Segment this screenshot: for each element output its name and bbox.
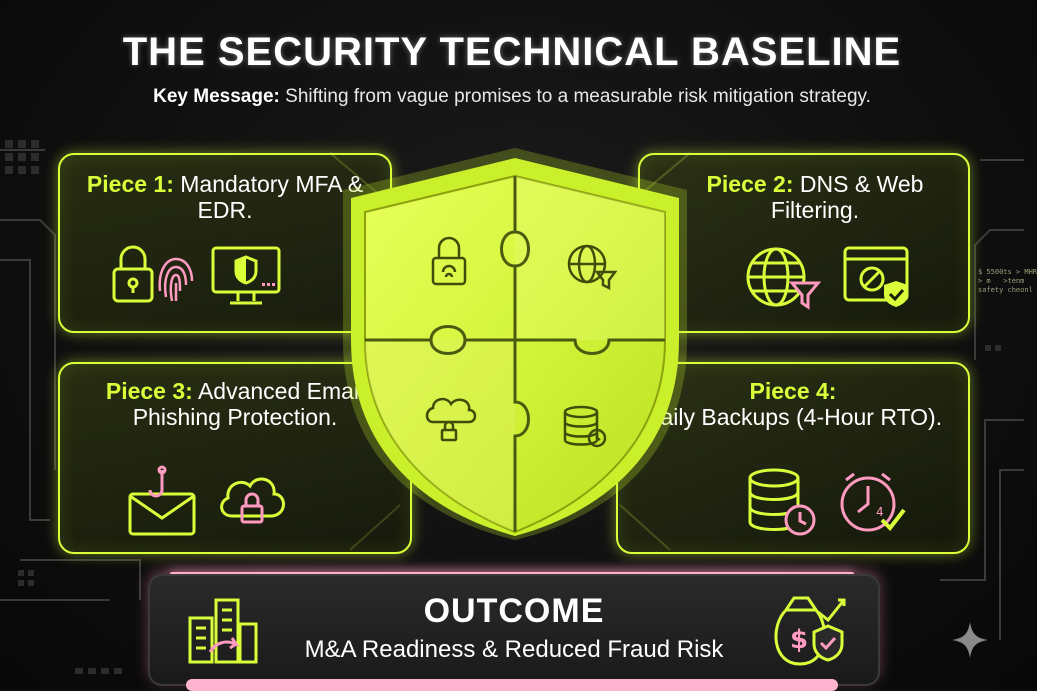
outcome-text: M&A Readiness & Reduced Fraud Risk [304, 636, 724, 663]
monitor-shield-icon [211, 246, 281, 305]
piece-2-label: Piece 2: [706, 171, 794, 197]
clock-check-icon: 4 [840, 472, 906, 532]
shield-puzzle [343, 148, 687, 540]
key-message-label: Key Message: [153, 86, 280, 107]
cloud-lock-icon [220, 477, 285, 524]
piece-2-text: Piece 2: DNS & Web Filtering. [680, 171, 950, 223]
key-message-text: Shifting from vague promises to a measur… [285, 86, 871, 107]
svg-text:4: 4 [876, 505, 884, 519]
page-title: THE SECURITY TECHNICAL BASELINE [122, 30, 902, 74]
money-bag-shield-icon: $ [774, 596, 846, 666]
sparkle-icon [952, 622, 988, 658]
key-message: Key Message: Shifting from vague promise… [0, 86, 1024, 108]
svg-text:$: $ [790, 625, 808, 655]
globe-filter-icon [746, 247, 822, 310]
piece-4-label: Piece 4: [749, 378, 837, 404]
piece-1-text: Piece 1: Mandatory MFA & EDR. [70, 171, 380, 223]
piece-2-description: DNS & Web Filtering. [770, 171, 924, 223]
piece-3-description: Advanced Email Phishing Protection. [132, 378, 365, 430]
piece-3-panel: Piece 3: Advanced Email Phishing Protect… [58, 362, 412, 554]
bottom-highlight-bar [186, 679, 838, 691]
browser-blocked-icon [843, 246, 909, 307]
piece-1-description: Mandatory MFA & EDR. [180, 171, 364, 223]
outcome-panel: OUTCOME M&A Readiness & Reduced Fraud Ri… [148, 574, 880, 686]
outcome-title: OUTCOME [423, 592, 605, 630]
piece-4-description: Daily Backups (4-Hour RTO). [643, 404, 943, 430]
fingerprint-icon [158, 257, 194, 302]
piece-4-text: Piece 4:Daily Backups (4-Hour RTO). [638, 378, 948, 430]
piece-1-label: Piece 1: [86, 171, 174, 197]
terminal-snippet: $ 5500ts > MHR > m >tenm safety cheonl [978, 268, 1037, 294]
database-clock-icon [748, 468, 816, 536]
buildings-icon [188, 598, 258, 664]
piece-3-text: Piece 3: Advanced Email Phishing Protect… [70, 378, 400, 430]
email-hook-icon [128, 465, 196, 536]
piece-2-panel: Piece 2: DNS & Web Filtering. [638, 153, 970, 333]
piece-3-label: Piece 3: [105, 378, 193, 404]
padlock-icon [112, 245, 154, 303]
